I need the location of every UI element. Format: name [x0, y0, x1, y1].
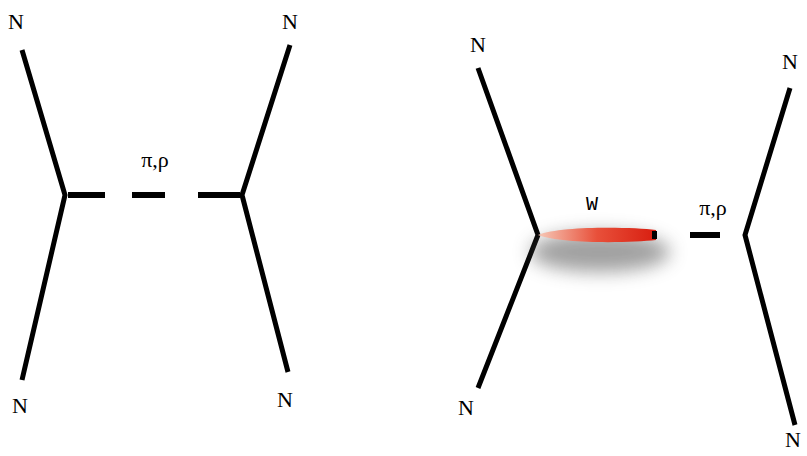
boson-label: W [586, 195, 598, 215]
nucleon-label: N [277, 389, 293, 411]
nucleon-line [745, 88, 795, 425]
meson-label: π,ρ [141, 149, 169, 171]
meson-label: π,ρ [699, 197, 727, 219]
nucleon-label: N [12, 395, 28, 417]
nucleon-line [478, 68, 538, 388]
nucleon-line [22, 50, 65, 380]
nucleon-label: N [470, 34, 486, 56]
nucleon-line [242, 45, 290, 372]
nucleon-lines [22, 45, 795, 425]
nucleon-label: N [8, 11, 24, 33]
w-end [652, 231, 657, 239]
nucleon-label: N [785, 429, 801, 451]
w-boson-blob [538, 228, 656, 242]
nucleon-label: N [458, 397, 474, 419]
nucleon-label: N [282, 11, 298, 33]
nucleon-label: N [782, 51, 798, 73]
